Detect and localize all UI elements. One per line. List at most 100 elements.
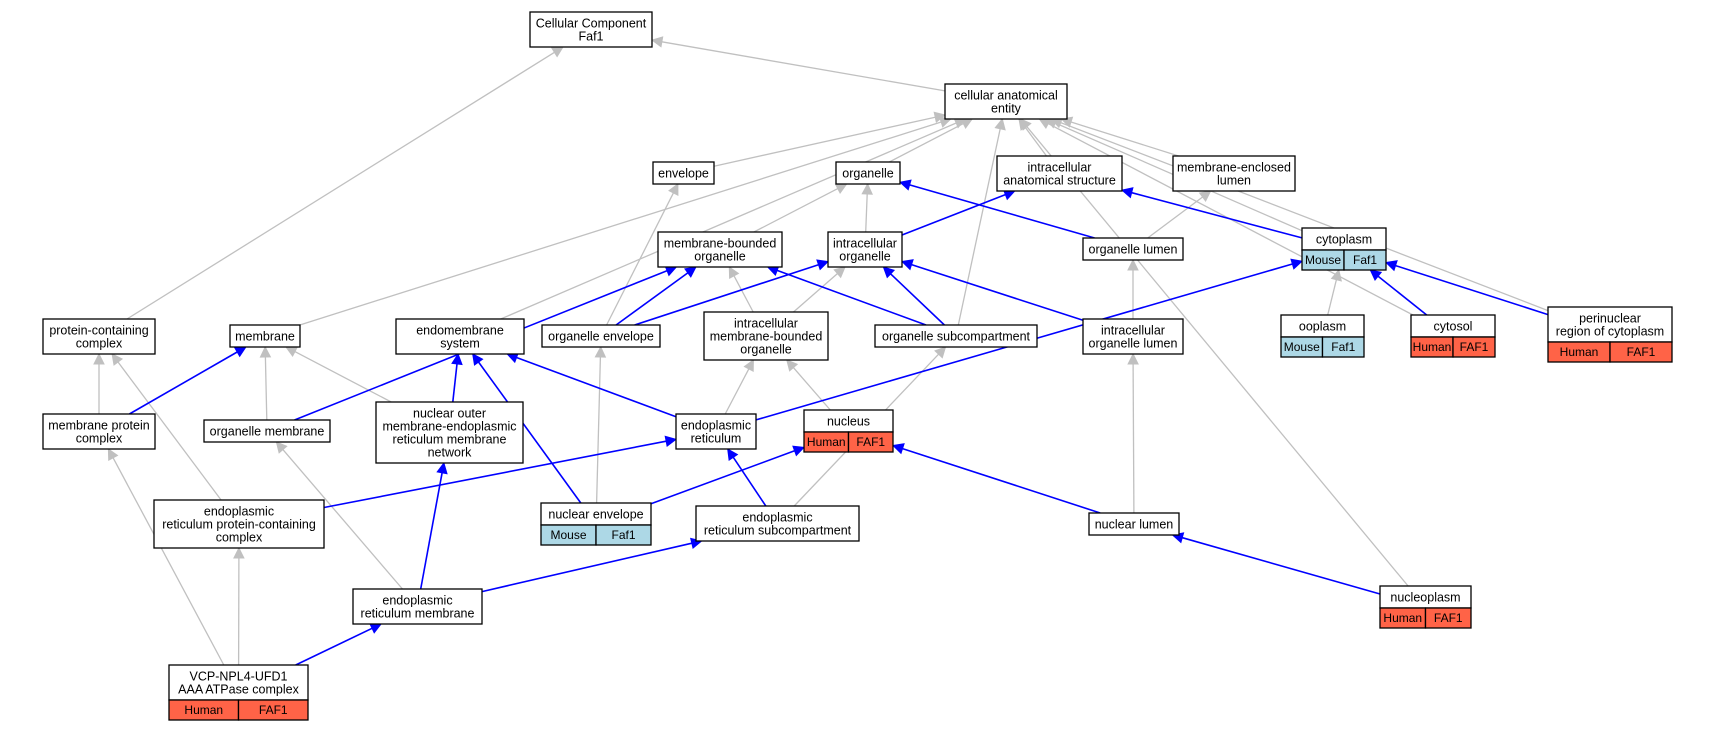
edge-mbo-to-organelle xyxy=(753,183,848,233)
node-omem[interactable]: organelle membrane xyxy=(203,419,331,443)
edge-io-to-ias xyxy=(901,189,1016,236)
node-label: perinuclear xyxy=(1579,312,1641,326)
node-label: intracellular xyxy=(734,317,798,331)
edge-cytoplasm-to-ias xyxy=(1120,187,1303,239)
node-label: nucleoplasm xyxy=(1390,591,1460,605)
edge-line xyxy=(112,457,225,666)
node-box xyxy=(675,413,757,450)
edge-erm-to-nomer xyxy=(419,461,448,590)
node-osub[interactable]: organelle subcompartment xyxy=(874,324,1038,348)
node-box xyxy=(1547,306,1673,343)
edge-endo-to-cae xyxy=(500,117,967,320)
node-label: nuclear outer xyxy=(413,407,486,421)
node-label: cellular anatomical xyxy=(954,89,1058,103)
edge-vcp-to-erm xyxy=(295,623,383,666)
node-box xyxy=(703,311,829,361)
edge-line xyxy=(452,363,458,403)
arrowhead-icon xyxy=(111,353,124,366)
edge-imbo-to-mbo xyxy=(728,266,754,313)
edge-cytosol-to-cytoplasm xyxy=(1369,269,1428,316)
node-label: reticulum protein-containing xyxy=(162,518,316,532)
edge-vcp-to-erpcc xyxy=(233,546,245,666)
species-cell-human xyxy=(1609,341,1673,363)
species-cell-label: FAF1 xyxy=(1627,345,1656,359)
arrowhead-icon xyxy=(472,353,484,366)
edge-line xyxy=(901,193,1006,236)
edge-line xyxy=(733,275,754,313)
node-olumen[interactable]: organelle lumen xyxy=(1082,237,1184,261)
node-organelle[interactable]: organelle xyxy=(835,161,901,185)
node-label: protein-containing xyxy=(49,324,148,338)
edge-perinuc-to-cytoplasm xyxy=(1384,260,1549,316)
edge-line xyxy=(615,272,689,326)
edge-vcp-to-mpc xyxy=(107,448,225,666)
edge-line xyxy=(1024,126,1048,157)
edge-line xyxy=(1131,191,1303,239)
node-oenv[interactable]: organelle envelope xyxy=(541,324,661,348)
node-label: nuclear lumen xyxy=(1095,518,1174,532)
edge-line xyxy=(1147,196,1203,239)
edge-line xyxy=(661,41,946,92)
edge-omem-to-membrane xyxy=(259,345,272,421)
node-box xyxy=(1172,155,1296,192)
node-label: membrane-endoplasmic xyxy=(382,420,516,434)
arrowhead-icon xyxy=(668,182,679,197)
edge-line xyxy=(294,351,392,403)
node-label: entity xyxy=(991,102,1022,116)
node-nlumen[interactable]: nuclear lumen xyxy=(1088,512,1180,536)
arrowhead-icon xyxy=(786,359,799,372)
edge-line xyxy=(595,356,602,504)
species-cell-label: FAF1 xyxy=(1460,340,1489,354)
species-cell-mouse xyxy=(1321,336,1365,358)
node-box xyxy=(1088,512,1180,536)
edge-mpc-to-membrane xyxy=(129,346,247,415)
node-label: endoplasmic xyxy=(382,594,452,608)
arrowhead-icon xyxy=(1384,260,1398,272)
species-cell-label: Faf1 xyxy=(1353,253,1377,267)
node-label: ooplasm xyxy=(1299,320,1346,334)
node-label: organelle membrane xyxy=(210,425,325,439)
node-membrane[interactable]: membrane xyxy=(229,324,301,348)
node-label: reticulum membrane xyxy=(361,607,475,621)
node-label: intracellular xyxy=(833,237,897,251)
arrowhead-icon xyxy=(436,461,448,475)
node-label: membrane-bounded xyxy=(710,330,823,344)
node-envelope[interactable]: envelope xyxy=(652,161,715,185)
species-cell-label: Human xyxy=(184,703,223,717)
arrowhead-icon xyxy=(550,46,564,58)
node-label: endoplasmic xyxy=(681,419,751,433)
arrowhead-icon xyxy=(107,448,119,462)
arrowhead-icon xyxy=(728,266,740,280)
node-nomer[interactable]: nuclear outermembrane-endoplasmicreticul… xyxy=(375,401,524,464)
edge-line xyxy=(909,184,1095,239)
arrowhead-icon xyxy=(934,346,947,359)
edge-membrane-to-cae xyxy=(299,116,952,326)
edge-line xyxy=(1182,536,1381,595)
node-label: organelle subcompartment xyxy=(882,330,1031,344)
edge-line xyxy=(477,361,582,504)
arrowhead-icon xyxy=(1290,258,1304,270)
